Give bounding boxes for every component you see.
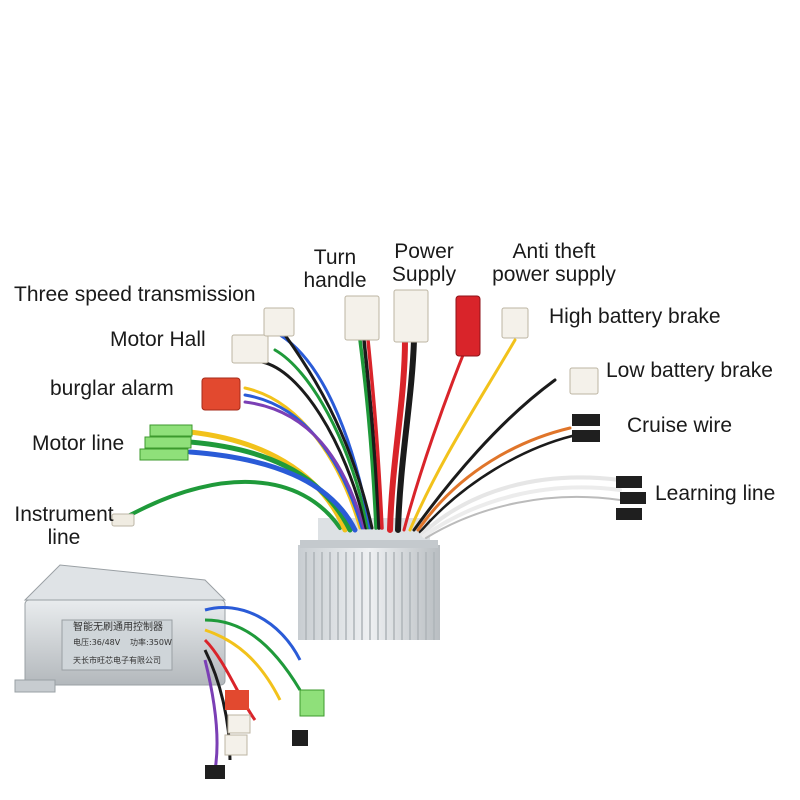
controller-box: [298, 518, 440, 640]
label-burglar-alarm: burglar alarm: [50, 377, 174, 400]
inset-label-voltage: 电压:36/48V: [73, 638, 121, 647]
connectors: [111, 289, 646, 527]
label-anti-theft: Anti theft power supply: [492, 240, 616, 286]
label-three-speed: Three speed transmission: [14, 283, 256, 306]
label-low-battery-brake: Low battery brake: [606, 359, 773, 382]
label-learning-line: Learning line: [655, 482, 776, 505]
label-high-battery-brake: High battery brake: [549, 305, 721, 328]
label-cruise-wire: Cruise wire: [627, 414, 733, 437]
inset-label-power: 功率:350W: [130, 638, 172, 647]
inset-controller-photo: [14, 564, 325, 779]
inset-label-maker: 天长市旺芯电子有限公司: [73, 656, 161, 665]
label-turn-handle: Turn handle: [303, 246, 367, 292]
label-motor-line: Motor line: [32, 432, 125, 455]
inset-label-title: 智能无刷通用控制器: [73, 622, 163, 633]
wire-bundle: [118, 333, 622, 539]
label-power-supply: Power Supply: [391, 240, 457, 286]
label-motor-hall: Motor Hall: [110, 328, 206, 351]
label-instrument-line: Instrument line: [14, 503, 114, 549]
